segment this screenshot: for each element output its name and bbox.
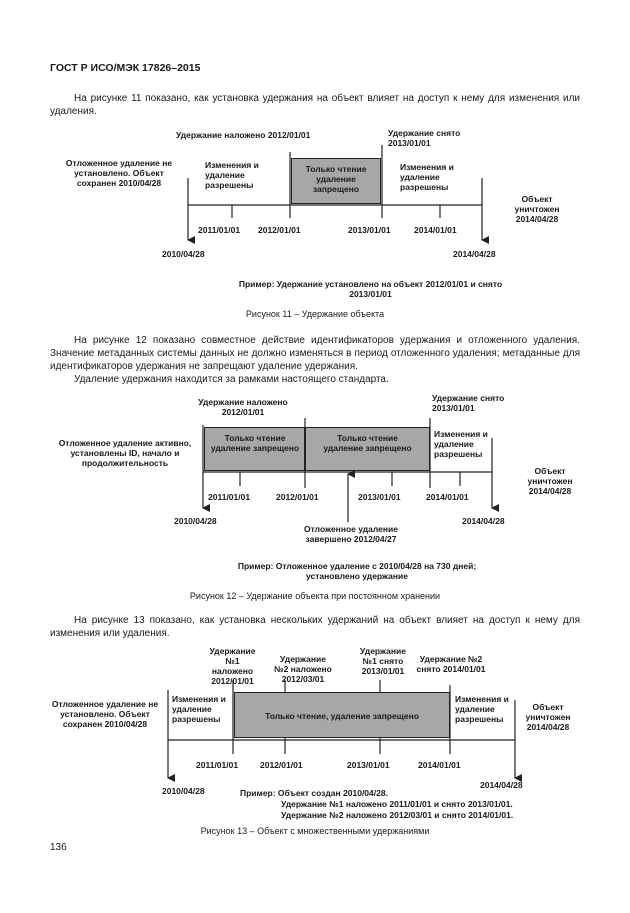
fig12-start-date: 2010/04/28 xyxy=(174,516,217,526)
paragraph-fig12-intro: На рисунке 12 показано совместное действ… xyxy=(50,335,580,372)
fig13-segment-1: Изменения и удаление разрешены xyxy=(172,694,226,724)
fig11-tick-label: 2012/01/01 xyxy=(258,225,301,235)
fig12-box-1 xyxy=(204,427,305,471)
fig11-tick-label: 2013/01/01 xyxy=(348,225,391,235)
fig11-left-label: Отложенное удаление не установлено. Объе… xyxy=(65,158,173,188)
fig11-hold-set-label: Удержание наложено 2012/01/01 xyxy=(176,130,311,140)
fig13-tick-label: 2013/01/01 xyxy=(347,760,390,770)
fig13-hold1-removed-label: Удержание №1 снято 2013/01/01 xyxy=(360,646,406,676)
fig13-segment-3: Изменения и удаление разрешены xyxy=(455,694,509,724)
fig12-retention-end-label: Отложенное удаление завершено 2012/04/27 xyxy=(304,524,398,544)
fig11-hold-removed-label: Удержание снято 2013/01/01 xyxy=(388,128,461,148)
fig13-hold2-set-label: Удержание №2 наложено 2012/03/01 xyxy=(274,654,332,684)
fig12-tick-label: 2012/01/01 xyxy=(276,492,319,502)
fig12-tick-label: 2013/01/01 xyxy=(358,492,401,502)
fig11-start-date: 2010/04/28 xyxy=(162,249,205,259)
fig12-tick-label: 2014/01/01 xyxy=(426,492,469,502)
fig11-segment-3: Изменения и удаление разрешены xyxy=(400,162,454,192)
fig13-start-date: 2010/04/28 xyxy=(162,786,205,796)
fig12-hold-removed-label: Удержание снято 2013/01/01 xyxy=(432,393,505,413)
fig12-segment-3: Изменения и удаление разрешены xyxy=(434,429,488,459)
fig11-example: Пример: Удержание установлено на объект … xyxy=(238,279,503,299)
document-header: ГОСТ Р ИСО/МЭК 17826–2015 xyxy=(50,62,201,74)
paragraph-fig11-intro: На рисунке 11 показано, как установка уд… xyxy=(50,93,580,117)
fig12-right-label: Объект уничтожен 2014/04/28 xyxy=(527,466,573,496)
fig13-hold1-set-label: Удержание №1 наложено 2012/01/01 xyxy=(209,646,256,686)
fig12-left-label: Отложенное удаление активно, установлены… xyxy=(58,438,192,468)
page-number: 136 xyxy=(50,842,67,853)
figure-13-caption: Рисунок 13 – Объект с множественными уде… xyxy=(200,826,430,836)
fig13-right-label: Объект уничтожен 2014/04/28 xyxy=(525,702,571,732)
fig13-hold2-removed-label: Удержание №2 снято 2014/01/01 xyxy=(416,654,486,674)
fig12-segment-1: Только чтение удаление запрещено xyxy=(210,433,300,453)
fig13-end-date: 2014/04/28 xyxy=(480,780,523,790)
fig11-end-date: 2014/04/28 xyxy=(453,249,496,259)
fig11-tick-label: 2011/01/01 xyxy=(198,225,241,235)
fig13-tick-label: 2011/01/01 xyxy=(196,760,239,770)
fig13-tick-label: 2012/01/01 xyxy=(260,760,303,770)
fig12-hold-set-label: Удержание наложено 2012/01/01 xyxy=(198,397,288,417)
fig13-hold-box xyxy=(234,692,450,738)
fig12-example: Пример: Отложенное удаление с 2010/04/28… xyxy=(237,561,477,581)
fig13-left-label: Отложенное удаление не установлено. Объе… xyxy=(51,699,159,729)
fig11-hold-box xyxy=(291,158,381,204)
figure-12-caption: Рисунок 12 – Удержание объекта при посто… xyxy=(189,591,441,601)
fig12-tick-label: 2011/01/01 xyxy=(208,492,251,502)
fig11-segment-2: Только чтение удаление запрещено xyxy=(305,164,367,194)
fig11-segment-1: Изменения и удаление разрешены xyxy=(205,160,259,190)
fig13-tick-label: 2014/01/01 xyxy=(418,760,461,770)
paragraph-hold-removal: Удаление удержания находится за рамками … xyxy=(74,374,389,385)
fig12-end-date: 2014/04/28 xyxy=(462,516,505,526)
figure-11-caption: Рисунок 11 – Удержание объекта xyxy=(245,309,385,319)
fig11-right-label: Объект уничтожен 2014/04/28 xyxy=(514,194,560,224)
fig11-tick-label: 2014/01/01 xyxy=(414,225,457,235)
fig13-example-line-1: Пример: Объект создан 2010/04/28. xyxy=(240,788,388,798)
fig12-box-2 xyxy=(305,427,430,471)
fig13-example-line-3: Удержание №2 наложено 2012/03/01 и снято… xyxy=(281,810,514,820)
fig13-example-line-2: Удержание №1 наложено 2011/01/01 и снято… xyxy=(281,799,513,809)
fig13-segment-2: Только чтение, удаление запрещено xyxy=(265,711,419,721)
fig12-segment-2: Только чтение удаление запрещено xyxy=(323,433,412,453)
paragraph-fig13-intro: На рисунке 13 показано, как установка не… xyxy=(50,615,580,639)
